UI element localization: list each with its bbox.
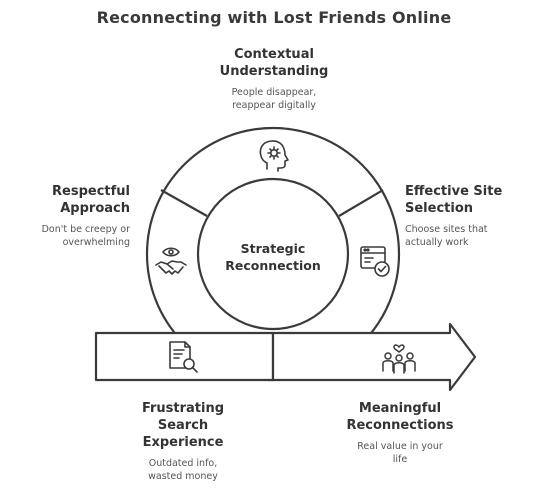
stage-meaningful: Meaningful Reconnections Real value in y… — [325, 400, 475, 466]
ring — [145, 126, 401, 382]
stage-frustrating-label-3: Experience — [142, 435, 224, 450]
stage-contextual-desc-1: People disappear, — [231, 87, 317, 98]
stage-frustrating: Frustrating Search Experience Outdated i… — [113, 400, 253, 483]
stage-meaningful-desc-2: life — [392, 454, 408, 465]
stage-contextual-label-2: Understanding — [219, 64, 329, 79]
center-label: Strategic Reconnection — [203, 240, 343, 274]
stage-respectful-label-2: Approach — [60, 201, 130, 216]
stage-frustrating-label-1: Frustrating — [141, 401, 225, 416]
stage-contextual: Contextual Understanding People disappea… — [199, 46, 349, 112]
people-heart-icon — [382, 344, 416, 374]
stage-respectful: Respectful Approach Don't be creepy or o… — [18, 183, 130, 249]
stage-meaningful-desc-1: Real value in your — [357, 441, 443, 452]
arrow-band-left — [94, 331, 275, 382]
stage-respectful-desc-1: Don't be creepy or — [41, 224, 130, 235]
stage-frustrating-desc-2: wasted money — [148, 471, 218, 482]
stage-frustrating-desc-1: Outdated info, — [148, 458, 218, 469]
stage-respectful-label-1: Respectful — [52, 184, 130, 199]
arrow-band — [94, 322, 477, 392]
stage-contextual-label-1: Contextual — [234, 47, 314, 62]
stage-respectful-desc-2: overwhelming — [62, 237, 130, 248]
stage-effective-label-2: Selection — [405, 201, 474, 216]
stage-contextual-desc-2: reappear digitally — [232, 100, 316, 111]
stage-effective: Effective Site Selection Choose sites th… — [405, 183, 525, 249]
arrow-band-right — [271, 322, 477, 392]
center-line1: Strategic — [240, 241, 306, 256]
stage-effective-desc-1: Choose sites that — [405, 224, 488, 235]
stage-meaningful-label-1: Meaningful — [358, 401, 442, 416]
stage-frustrating-label-2: Search — [157, 418, 209, 433]
center-line2: Reconnection — [225, 258, 321, 273]
ring-inner — [196, 177, 350, 331]
document-search-icon — [169, 341, 198, 373]
diagram-title: Reconnecting with Lost Friends Online — [96, 8, 452, 27]
ring-dividers — [160, 189, 384, 217]
stage-effective-label-1: Effective Site — [405, 184, 503, 199]
eye-handshake-icon — [155, 247, 187, 275]
stage-effective-desc-2: actually work — [405, 237, 469, 248]
stage-meaningful-label-2: Reconnections — [346, 418, 454, 433]
browser-check-icon — [360, 246, 390, 277]
head-gear-icon — [259, 140, 289, 172]
